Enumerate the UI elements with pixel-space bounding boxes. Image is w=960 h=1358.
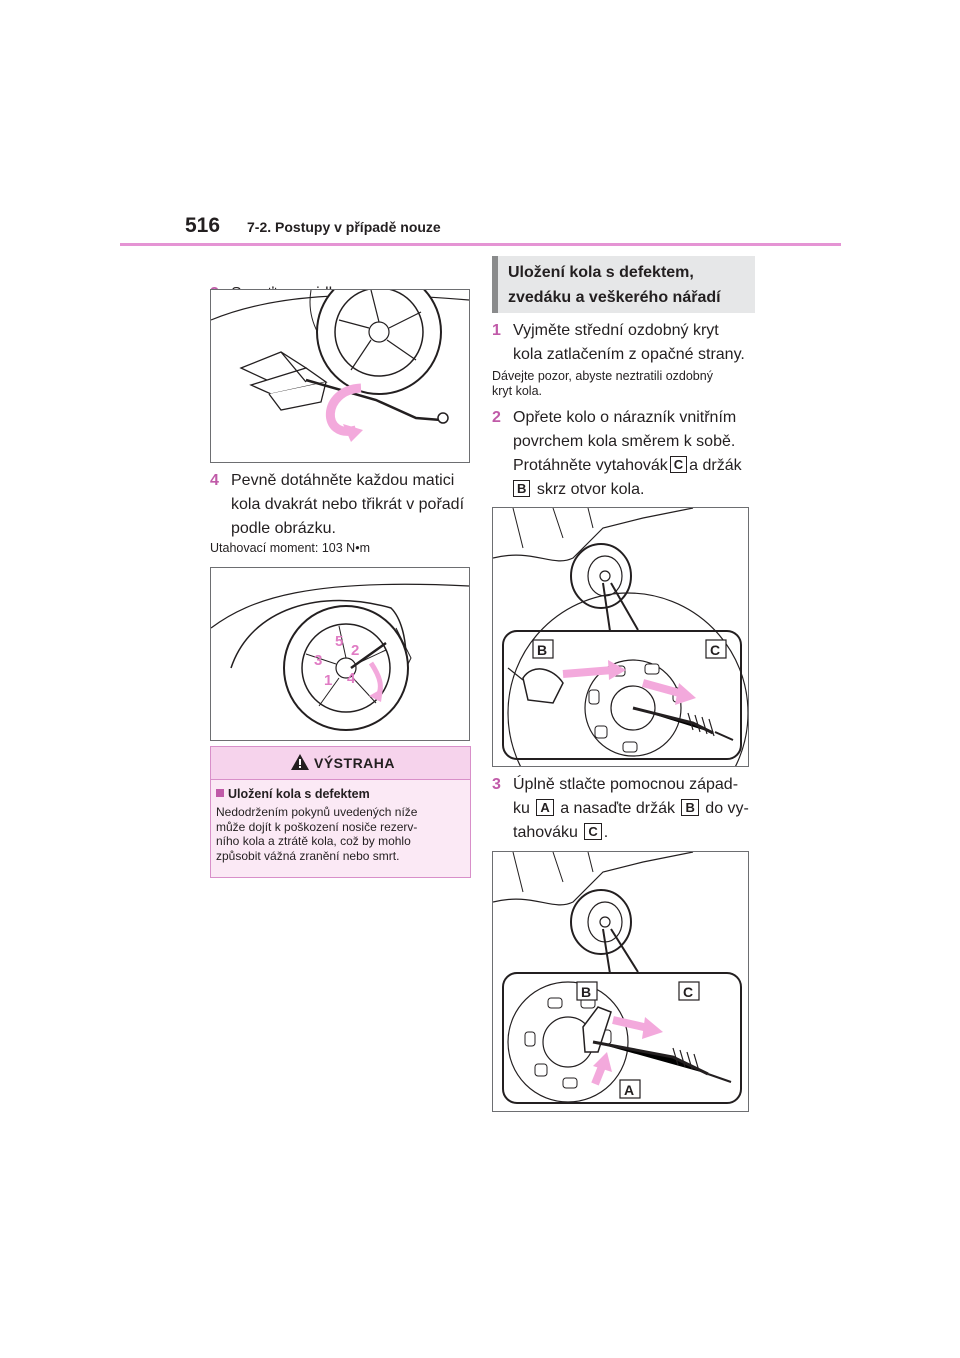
note-hubcap: Dávejte pozor, abyste neztratili ozdobný… bbox=[492, 369, 713, 398]
sequence-label-5: 5 bbox=[335, 633, 343, 650]
tighten-sequence-illustration: 5 2 3 1 4 bbox=[211, 583, 469, 731]
label-b: B bbox=[513, 480, 531, 497]
header-rule bbox=[120, 243, 841, 246]
warning-header: VÝSTRAHA bbox=[211, 747, 470, 780]
label-a: A bbox=[536, 799, 554, 816]
right-step-2: 2 Opřete kolo o nárazník vnitřním povrch… bbox=[492, 405, 757, 509]
warning-subtitle: Uložení kola s defektem bbox=[216, 787, 370, 801]
right-step-3: 3 Úplně stlačte pomocnou západ- ku A a n… bbox=[492, 772, 757, 852]
step-line-2: povrchem kola směrem k sobě. bbox=[513, 433, 736, 450]
figure-insert-puller: B C bbox=[492, 507, 749, 767]
figure-label-b: B bbox=[537, 642, 547, 658]
left-step-4: 4 Pevně dotáhněte každou matici kola dva… bbox=[210, 468, 475, 548]
right-step-1: 1 Vyjměte střední ozdobný kryt kola zatl… bbox=[492, 318, 757, 370]
sequence-label-4: 4 bbox=[347, 670, 356, 687]
figure-attach-holder: B C A bbox=[492, 851, 749, 1112]
sequence-label-2: 2 bbox=[351, 642, 359, 659]
section-title: Uložení kola s defektem, zvedáku a veške… bbox=[508, 264, 721, 306]
attach-holder-illustration: B C A bbox=[493, 852, 742, 1104]
warning-body: Nedodržením pokynů uvedených níže může d… bbox=[216, 805, 466, 863]
sequence-label-1: 1 bbox=[324, 672, 332, 689]
warning-line: může dojít k poškození nosiče rezerv- bbox=[216, 819, 418, 834]
step-line-4: B skrz otvor kola. bbox=[513, 477, 644, 503]
step-number: 1 bbox=[492, 322, 501, 339]
step-line-1: Úplně stlačte pomocnou západ- bbox=[513, 776, 739, 793]
label-c: C bbox=[669, 456, 688, 473]
figure-label-b: B bbox=[581, 984, 591, 1000]
step-line-1: Opřete kolo o nárazník vnitřním bbox=[513, 409, 737, 426]
figure-label-c: C bbox=[683, 984, 693, 1000]
lower-vehicle-illustration bbox=[211, 290, 469, 442]
figure-label-c: C bbox=[710, 642, 720, 658]
figure-lower-vehicle bbox=[210, 289, 470, 463]
figure-tighten-sequence: 5 2 3 1 4 bbox=[210, 567, 470, 741]
chapter-title: 7-2. Postupy v případě nouze bbox=[247, 219, 441, 235]
label-b: B bbox=[681, 799, 699, 816]
warning-line: ního kola a ztrátě kola, což by mohlo bbox=[216, 834, 411, 848]
step-line-2: ku A a nasaďte držák B do vy- bbox=[513, 799, 749, 817]
insert-puller-illustration: B C bbox=[493, 508, 748, 766]
sequence-label-3: 3 bbox=[314, 652, 322, 669]
section-header: Uložení kola s defektem, zvedáku a veške… bbox=[492, 256, 755, 313]
warning-title: VÝSTRAHA bbox=[314, 755, 396, 771]
step-line-1: Vyjměte střední ozdobný kryt bbox=[513, 322, 719, 339]
warning-line: Nedodržením pokynů uvedených níže bbox=[216, 805, 418, 819]
step-line-3: tahováku C. bbox=[513, 823, 609, 841]
step-line-3: podle obrázku. bbox=[231, 520, 336, 537]
torque-note: Utahovací moment: 103 N•m bbox=[210, 541, 370, 555]
step-number: 3 bbox=[492, 776, 501, 793]
step-number: 2 bbox=[492, 409, 501, 426]
step-line-2: kola dvakrát nebo třikrát v pořadí bbox=[231, 496, 465, 513]
figure-label-a: A bbox=[624, 1082, 634, 1098]
step-number: 4 bbox=[210, 472, 219, 489]
warning-box: VÝSTRAHA Uložení kola s defektem Nedodrž… bbox=[210, 746, 471, 878]
warning-triangle-icon bbox=[291, 754, 309, 770]
bullet-square-icon bbox=[216, 789, 224, 797]
step-line-1: Pevně dotáhněte každou matici bbox=[231, 472, 455, 489]
page-number: 516 bbox=[185, 214, 221, 237]
step-line-2: kola zatlačením z opačné strany. bbox=[513, 346, 745, 363]
label-c: C bbox=[584, 823, 602, 840]
warning-line: způsobit vážná zranění nebo smrt. bbox=[216, 848, 400, 863]
